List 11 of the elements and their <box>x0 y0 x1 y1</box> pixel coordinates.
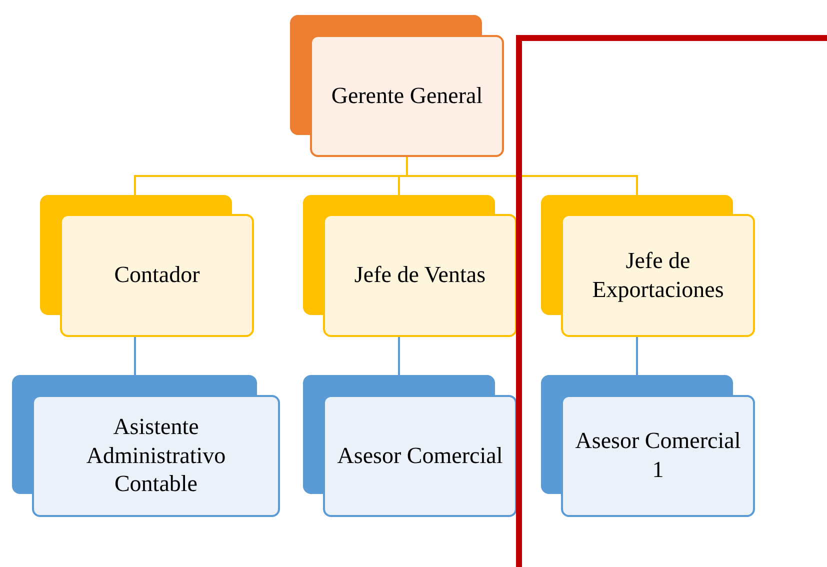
role-title: Jefe de Ventas <box>354 261 486 290</box>
connector-line <box>636 337 638 375</box>
connector-line <box>406 157 638 195</box>
role-title: Gerente General <box>331 82 483 110</box>
role-title: Contador <box>114 261 200 290</box>
role-title: Asesor Comercial 1 <box>574 427 742 484</box>
connector-line <box>134 337 136 375</box>
role-title: Jefe de Exportaciones <box>591 246 725 304</box>
role-title: Asesor Comercial <box>337 442 503 470</box>
role-title: Asistente Administrativo Contable <box>85 412 227 498</box>
connector-line <box>398 337 400 375</box>
